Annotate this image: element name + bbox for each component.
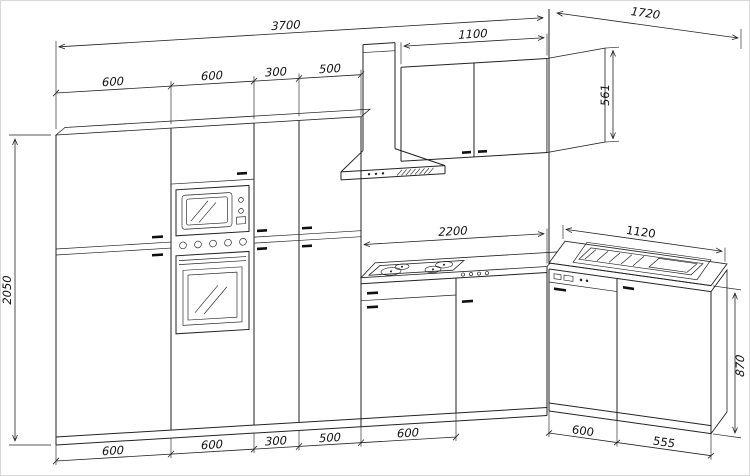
- door-handle: [152, 253, 163, 257]
- range-hood: [340, 42, 446, 181]
- burner: [424, 265, 442, 273]
- right-base-carcass: [548, 240, 728, 435]
- sink-basin: [648, 258, 698, 273]
- dim-bottom-4-label: 500: [319, 430, 341, 445]
- tall-cabinet-1: [56, 235, 171, 257]
- dim-base-height-label: 870: [733, 354, 747, 378]
- door-handle: [367, 305, 378, 309]
- sink-drainer-grooves: [584, 249, 645, 267]
- dim-chain-right-bottom: 600 555: [545, 410, 715, 460]
- door-handle: [152, 235, 163, 239]
- dim-right-wall-depth-label: 1720: [630, 4, 661, 22]
- dim-bottom-3-label: 300: [265, 433, 287, 448]
- hood-button: [374, 172, 378, 176]
- drawer-handle: [367, 291, 378, 295]
- dim-right-1-label: 600: [572, 422, 594, 439]
- cooktop: [367, 260, 489, 277]
- dim-top-2-label: 600: [201, 68, 223, 83]
- left-run: 3700 600 600 300 500 2200: [52, 1, 619, 466]
- dim-wall-cabinets-width: 1100: [400, 26, 548, 65]
- dim-bottom-1-label: 600: [102, 443, 124, 458]
- dim-right-wall-depth: 1720: [557, 4, 742, 49]
- door-handle: [237, 171, 247, 175]
- dishwasher: [549, 273, 617, 292]
- door-handle: [462, 299, 473, 303]
- wall-cabinets: [400, 47, 606, 162]
- microwave-display: [236, 216, 246, 225]
- oven: [175, 250, 250, 335]
- cooktop-knob: [485, 271, 489, 276]
- hood-filter-grille: [396, 167, 434, 176]
- dim-total-height-label: 2050: [1, 275, 14, 304]
- dim-bottom-2-label: 600: [201, 437, 223, 452]
- dim-right-2-label: 555: [653, 434, 675, 451]
- dim-right-counter-width-label: 1120: [626, 223, 655, 241]
- dim-wall-cabinets-width-label: 1100: [458, 26, 487, 42]
- cooktop-knob: [469, 272, 473, 277]
- dishwasher-control: [553, 273, 562, 281]
- microwave-button: [238, 197, 244, 203]
- dim-wall-cabinets-height-label: 561: [598, 84, 612, 107]
- tall-cabinet-4: [299, 226, 361, 248]
- oven-tower: [171, 171, 254, 335]
- door-handle: [462, 150, 471, 154]
- control-knobs-row: [179, 238, 247, 250]
- door-handle: [302, 226, 312, 230]
- base-run: [360, 251, 562, 309]
- dim-chain-bottom: 600 600 300 500 600: [52, 412, 460, 466]
- door-handle: [257, 247, 267, 251]
- dim-total-run-label: 3700: [271, 17, 300, 33]
- dishwasher-button: [585, 279, 589, 283]
- cooktop-knob: [477, 271, 481, 276]
- dim-wall-cabinets-height: 561: [598, 46, 619, 143]
- right-run: 1120 600 555 870: [545, 223, 747, 460]
- dim-top-1-label: 600: [102, 74, 124, 89]
- tall-cabinets-carcass: [54, 108, 548, 446]
- burner: [394, 263, 410, 270]
- microwave-button: [238, 208, 244, 214]
- door-handle: [302, 244, 312, 248]
- door-handle: [257, 229, 267, 233]
- dishwasher-button: [579, 278, 583, 282]
- hood-button: [367, 173, 371, 176]
- hood-button: [381, 172, 385, 175]
- microwave: [175, 184, 250, 237]
- tall-cabinet-narrow: [254, 229, 299, 251]
- dim-bottom-5-label: 600: [397, 425, 419, 440]
- dim-top-4-label: 500: [319, 61, 341, 76]
- door-handle: [623, 286, 634, 291]
- dishwasher-display: [563, 274, 574, 282]
- burner: [380, 267, 402, 276]
- door-handle: [478, 149, 487, 153]
- dim-total-height: 2050: [1, 134, 51, 446]
- dim-base-height: 870: [713, 285, 747, 439]
- cooktop-knob: [461, 272, 465, 277]
- dim-total-run: 3700: [55, 3, 543, 130]
- end-panel: [710, 268, 728, 435]
- dim-counter-run-label: 2200: [438, 223, 467, 239]
- door-handle: [554, 287, 566, 292]
- dim-counter-run: 2200: [360, 223, 548, 275]
- sink-base-cabinet: [623, 286, 634, 291]
- dim-top-3-label: 300: [265, 64, 287, 79]
- burner: [435, 261, 453, 269]
- dim-chain-top: 600 600 300 500: [52, 61, 365, 125]
- dim-right-counter-width: 1120: [562, 223, 726, 262]
- wall-cabinet-side: [546, 47, 606, 154]
